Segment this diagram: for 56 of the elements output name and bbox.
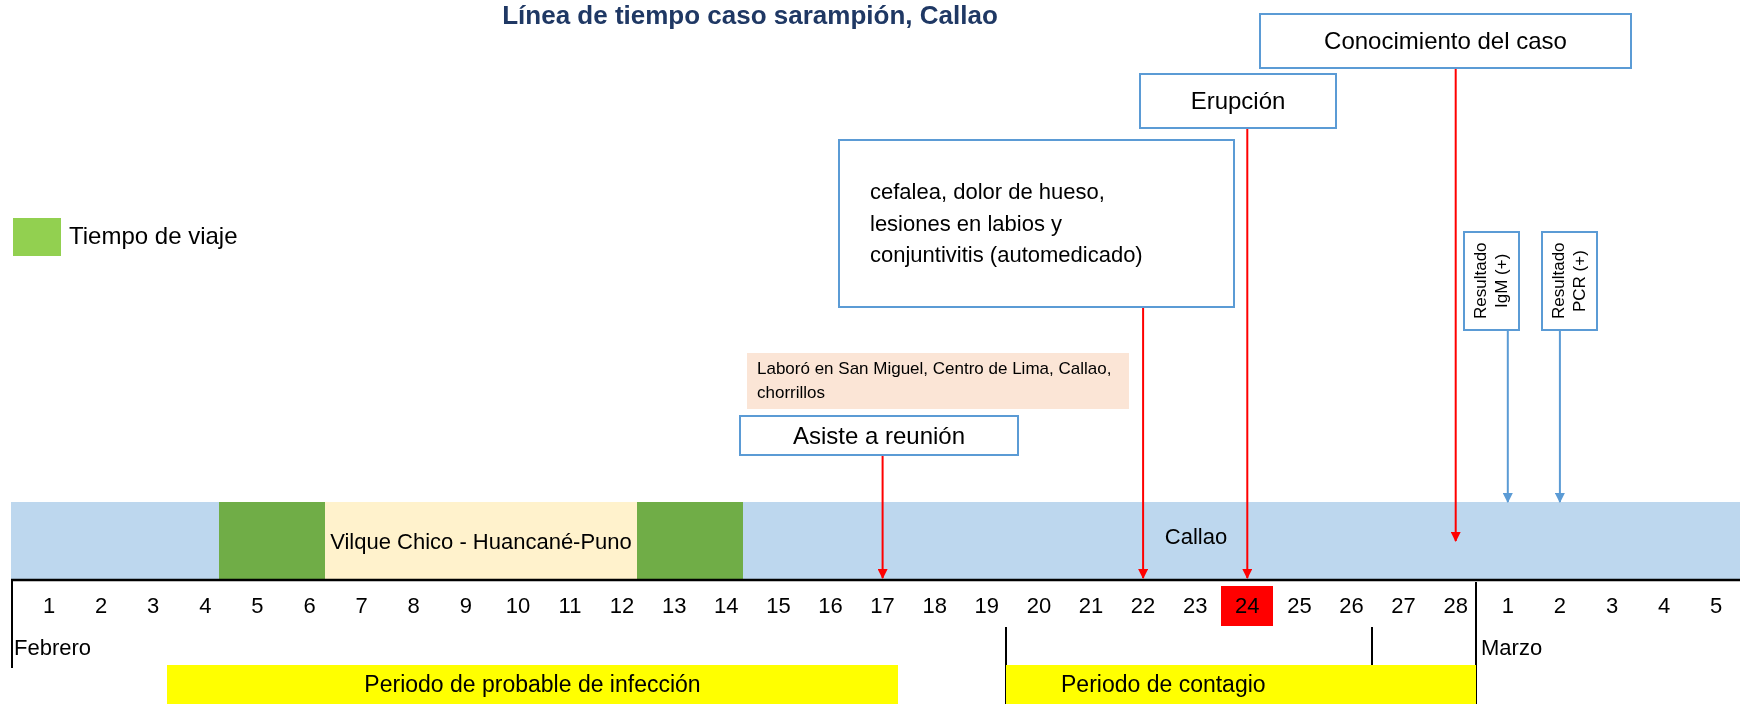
note-box: Laboró en San Miguel, Centro de Lima, Callao, chorrillos	[747, 353, 1129, 409]
day-number: 15	[765, 592, 792, 620]
period-bar: Periodo de probable de infección	[167, 665, 898, 704]
symptom-box: cefalea, dolor de hueso, lesiones en labios y conjuntivitis (automedicado)	[838, 139, 1235, 308]
band-label: Callao	[1163, 524, 1229, 550]
travel-block	[219, 502, 325, 580]
day-number: 17	[869, 592, 896, 620]
day-number: 18	[921, 592, 948, 620]
day-number: 4	[198, 592, 213, 620]
day-number: 26	[1338, 592, 1365, 620]
location-band	[11, 502, 1740, 580]
day-number: 28	[1442, 592, 1469, 620]
travel-block	[637, 502, 743, 580]
day-number: 11	[557, 592, 583, 620]
day-number: 12	[608, 592, 636, 620]
day-number: 25	[1286, 592, 1313, 620]
result-box: Resultado IgM (+)	[1463, 231, 1520, 331]
day-number: 22	[1129, 592, 1157, 620]
day-number: 20	[1025, 592, 1053, 620]
day-number: 14	[713, 592, 740, 620]
arrow	[1138, 307, 1149, 579]
legend-label: Tiempo de viaje	[69, 222, 238, 250]
arrow	[877, 455, 888, 579]
day-number: 21	[1077, 592, 1105, 620]
day-number: 19	[973, 592, 1001, 620]
day-number: 3	[146, 592, 161, 620]
arrow	[1242, 128, 1253, 579]
day-number: 27	[1390, 592, 1417, 620]
day-number: 2	[1552, 592, 1567, 620]
day-number: 13	[660, 592, 688, 620]
month-label: Febrero	[14, 634, 93, 662]
day-number: 5	[250, 592, 265, 620]
arrow	[1502, 330, 1513, 503]
day-number: 9	[458, 592, 473, 620]
day-number: 10	[504, 592, 532, 620]
location-block: Vilque Chico - Huancané-Puno	[325, 502, 637, 580]
day-number: 3	[1604, 592, 1620, 620]
day-number: 8	[406, 592, 421, 620]
month-label: Marzo	[1481, 634, 1544, 662]
day-number: 6	[302, 592, 317, 620]
day-number: 7	[354, 592, 369, 620]
highlighted-day: 24	[1221, 586, 1274, 626]
day-number: 4	[1656, 592, 1672, 620]
arrow	[1450, 68, 1461, 542]
day-number: 2	[93, 592, 109, 620]
event-box: Asiste a reunión	[739, 415, 1019, 456]
day-number: 16	[817, 592, 844, 620]
event-box: Conocimiento del caso	[1259, 13, 1632, 69]
event-box: Erupción	[1139, 73, 1337, 129]
arrow	[1554, 330, 1565, 503]
result-box: Resultado PCR (+)	[1541, 231, 1598, 331]
day-number: 5	[1709, 592, 1724, 620]
day-number: 1	[41, 592, 57, 620]
day-number: 1	[1500, 592, 1515, 620]
title: Línea de tiempo caso sarampión, Callao	[501, 0, 999, 31]
day-number: 23	[1181, 592, 1209, 620]
